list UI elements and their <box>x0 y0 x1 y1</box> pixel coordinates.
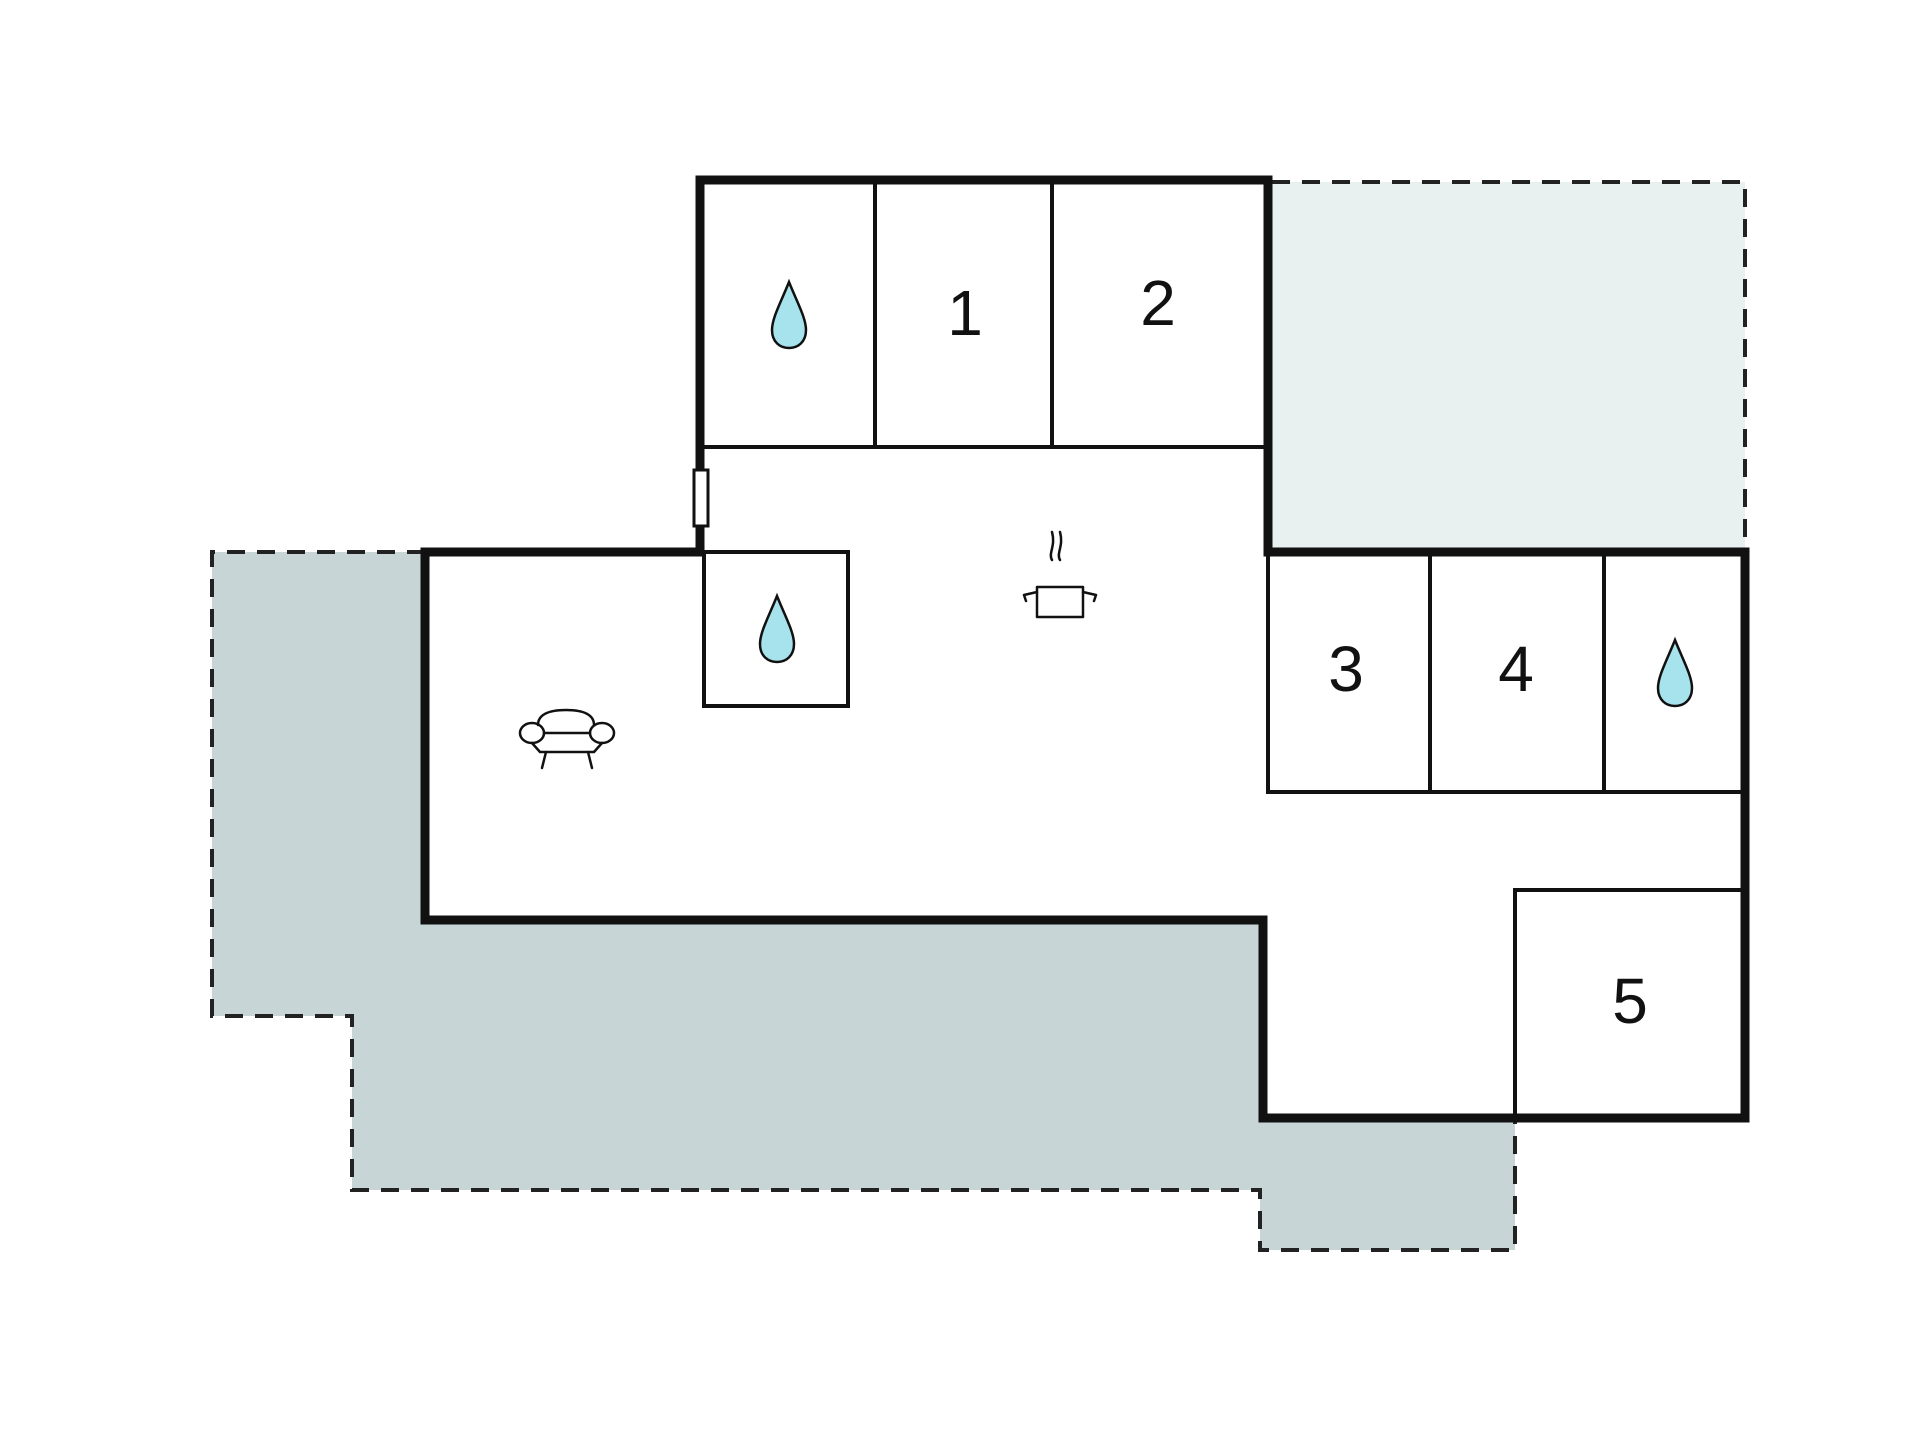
outer-wall <box>420 175 1750 1123</box>
terrace-top-right-outline <box>1272 180 1747 552</box>
cooking-pot-icon <box>1022 530 1098 619</box>
room-4-label: 4 <box>1498 633 1534 705</box>
door-icon <box>692 468 710 528</box>
wall-room-5 <box>1513 888 1745 1118</box>
water-drop-icon <box>758 592 796 664</box>
room-3-label: 3 <box>1328 633 1364 705</box>
house-interior <box>425 180 1745 1118</box>
water-drop-icon <box>1656 636 1694 708</box>
room-2-label: 2 <box>1140 267 1176 339</box>
terrace-bottom-left <box>212 552 1515 1250</box>
terrace-top-right <box>1272 182 1745 552</box>
terrace-bottom-left-outline <box>210 550 1517 1252</box>
room-1-label: 1 <box>947 277 983 349</box>
sofa-icon <box>518 708 616 770</box>
wall-small-bathroom <box>702 550 850 708</box>
room-5-label: 5 <box>1612 965 1648 1037</box>
wall-top-rooms <box>700 180 1268 449</box>
wall-right-rooms <box>1266 552 1745 794</box>
water-drop-icon <box>770 278 808 350</box>
